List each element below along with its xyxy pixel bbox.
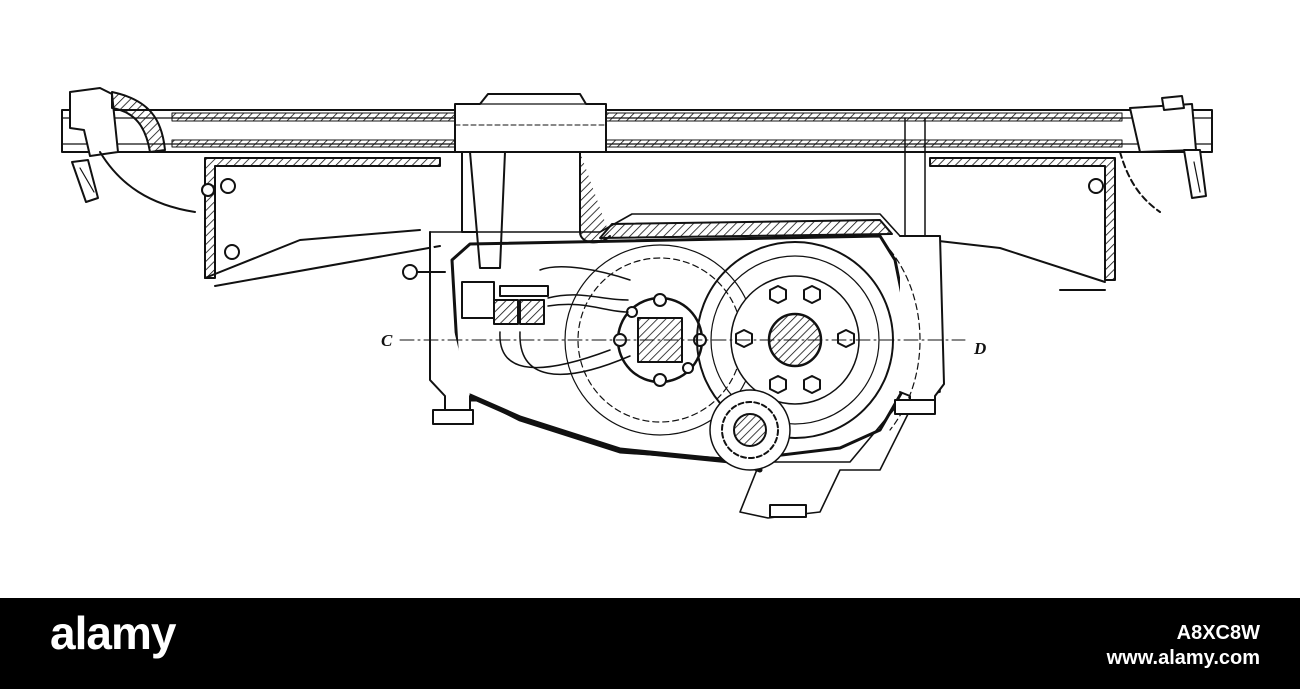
brand-logo: alamy: [50, 607, 176, 659]
cables: [499, 265, 631, 376]
terminal-block: [402, 264, 549, 325]
watermark-footer: [0, 598, 1300, 689]
suspension-link: [461, 151, 611, 269]
top-beam: [61, 109, 1213, 153]
section-label-c: C: [381, 331, 393, 350]
section-label-d: D: [974, 339, 987, 358]
feet: [432, 399, 936, 518]
technical-drawing: C D: [61, 87, 1213, 519]
motor-suspension-drawing: [61, 87, 1213, 519]
center-cap: [454, 93, 607, 153]
image-id-block: A8XC8W www.alamy.com: [1107, 621, 1260, 671]
right-coupling: [1119, 95, 1207, 213]
bearing: [709, 389, 791, 471]
gear-case: [429, 213, 945, 519]
image-id: A8XC8W: [1176, 622, 1260, 644]
left-hanger: [201, 157, 441, 287]
left-coupling: [69, 87, 196, 213]
site-url: www.alamy.com: [1106, 647, 1260, 669]
right-hanger: [904, 117, 1116, 291]
